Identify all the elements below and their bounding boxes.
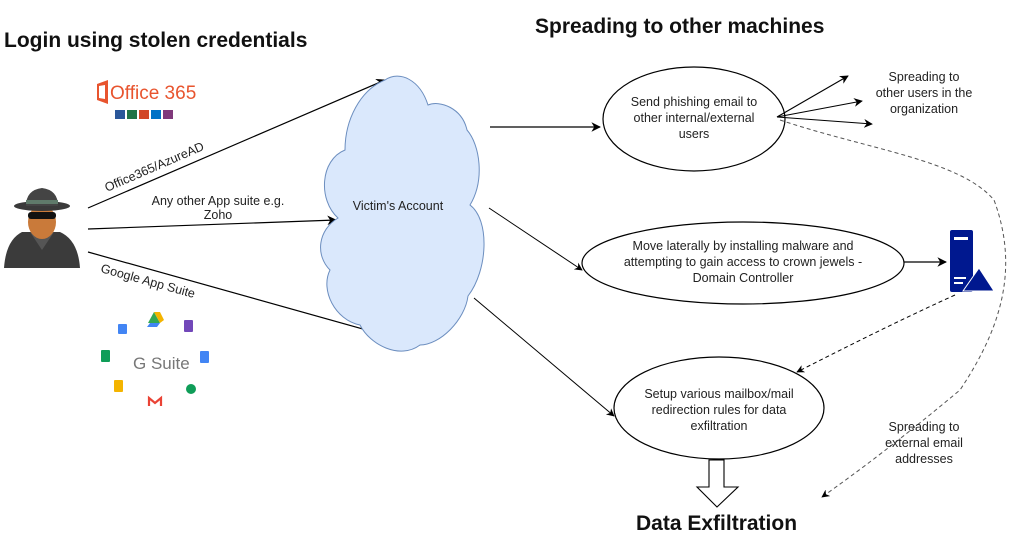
onenote-icon <box>163 110 173 119</box>
gsuite-logo: G Suite <box>101 312 209 406</box>
title-login: Login using stolen credentials <box>4 29 307 52</box>
edge-spread-3 <box>776 116 873 128</box>
excel-icon <box>127 110 137 119</box>
word-icon <box>115 110 125 119</box>
node-lateral-line3: Domain Controller <box>693 271 794 285</box>
office365-logo: Office 365 <box>97 80 196 119</box>
annotation-spread-internal-2: other users in the <box>876 86 973 100</box>
edge-label-other-line2: Zoho <box>204 208 233 222</box>
google-calendar-icon <box>118 324 127 334</box>
edge-label-other-line1: Any other App suite e.g. <box>152 194 285 208</box>
powerpoint-icon <box>139 110 149 119</box>
node-lateral <box>581 221 905 305</box>
edge-spread-2 <box>776 98 863 118</box>
node-mailbox <box>613 356 825 460</box>
node-lateral-line2: attempting to gain access to crown jewel… <box>624 255 862 269</box>
office-logo-icon <box>97 80 108 104</box>
edge-spread-1 <box>776 75 849 118</box>
edge-to-mailbox <box>473 297 615 417</box>
google-forms-icon <box>184 320 193 332</box>
google-docs-icon <box>200 351 209 363</box>
gmail-icon <box>147 395 163 406</box>
annotation-spread-internal-1: Spreading to <box>889 70 960 84</box>
annotation-spread-external-1: Spreading to <box>889 420 960 434</box>
title-exfiltration: Data Exfiltration <box>636 512 797 535</box>
edge-label-office365: Office365/AzureAD <box>103 139 207 194</box>
annotation-spread-external-3: addresses <box>895 452 953 466</box>
outlook-icon <box>151 110 161 119</box>
gsuite-text: G Suite <box>133 354 190 373</box>
domain-controller-server-icon <box>950 230 995 292</box>
edge-to-lateral <box>488 207 583 271</box>
node-lateral-line1: Move laterally by installing malware and <box>633 239 854 253</box>
node-phishing-line2: other internal/external <box>634 111 755 125</box>
exfiltration-block-arrow <box>695 459 740 508</box>
office365-text: Office 365 <box>110 83 196 104</box>
edge-office365 <box>87 79 386 209</box>
google-hangouts-icon <box>186 384 196 394</box>
node-mailbox-line3: exfiltration <box>691 419 748 433</box>
google-drive-icon <box>148 312 160 323</box>
node-mailbox-line2: redirection rules for data <box>652 403 787 417</box>
edge-spread-external <box>779 119 1007 498</box>
cloud-label: Victim's Account <box>353 199 444 213</box>
google-sheets-icon <box>101 350 110 362</box>
title-spreading: Spreading to other machines <box>535 15 824 38</box>
node-phishing-line1: Send phishing email to <box>631 95 758 109</box>
node-mailbox-line1: Setup various mailbox/mail <box>644 387 793 401</box>
annotation-spread-internal-3: organization <box>890 102 958 116</box>
edge-other-suite <box>87 215 337 230</box>
google-slides-icon <box>114 380 123 392</box>
edge-server-to-mailbox <box>796 294 956 373</box>
edge-label-google: Google App Suite <box>99 261 197 301</box>
spy-attacker-icon <box>4 188 80 268</box>
annotation-spread-external-2: external email <box>885 436 963 450</box>
node-phishing-line3: users <box>679 127 710 141</box>
node-phishing <box>602 66 786 172</box>
victim-account-cloud <box>320 75 485 352</box>
